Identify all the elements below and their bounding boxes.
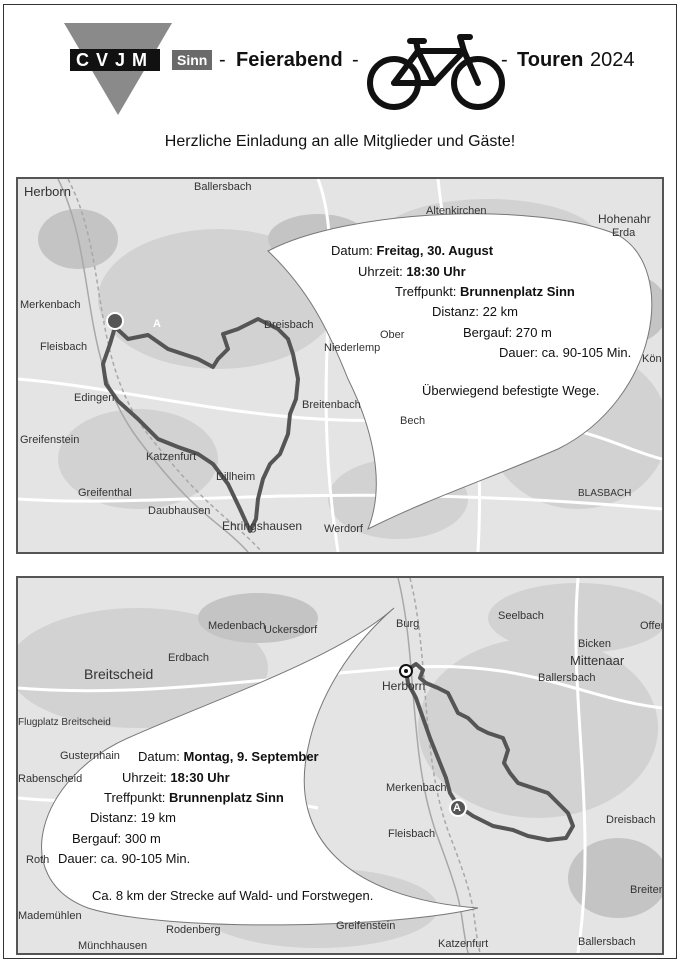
- tour2-date: Datum: Montag, 9. September: [138, 749, 319, 764]
- flyer-page: CVJM Sinn - Feierabend - - Touren 2024 H…: [3, 4, 677, 959]
- tour1-note: Überwiegend befestigte Wege.: [422, 383, 600, 398]
- tour1-start-marker: A: [153, 318, 161, 330]
- tour1-place: BLASBACH: [578, 488, 632, 499]
- tour2-place: Herborn: [382, 679, 426, 693]
- tour2-place: Mittenaar: [570, 653, 625, 668]
- tour1-place: Erda: [612, 227, 636, 239]
- tour2-place: Medenbach: [208, 620, 266, 632]
- tour2-meeting-point: Treffpunkt: Brunnenplatz Sinn: [104, 790, 284, 805]
- tour1-place: Dreisbach: [264, 319, 314, 331]
- tour2-map: A Medenbach Uckersdorf Burg Seelbach Off…: [16, 576, 664, 955]
- tour1-meeting-point: Treffpunkt: Brunnenplatz Sinn: [395, 284, 575, 299]
- tour2-place: Gusternhain: [60, 750, 120, 762]
- tour2-place: Rodenberg: [166, 924, 221, 936]
- tour1-place: Daubhausen: [148, 505, 211, 517]
- tour1-place: Bech: [400, 415, 426, 427]
- tour1-distance: Distanz: 22 km: [432, 304, 518, 319]
- header: CVJM Sinn - Feierabend - - Touren 2024: [4, 5, 676, 115]
- title-dash-2: -: [352, 49, 359, 71]
- tour1-place: Werdorf: [324, 523, 363, 535]
- title-dash-1: -: [219, 49, 226, 71]
- tour2-place: Breitenbach: [630, 884, 662, 896]
- tour2-note: Ca. 8 km der Strecke auf Wald- und Forst…: [92, 888, 374, 903]
- tour1-climb: Bergauf: 270 m: [463, 325, 552, 340]
- tour1-place: Ballersbach: [194, 181, 252, 193]
- tour1-place: Niederlemp: [324, 342, 381, 354]
- tour2-place: Münchhausen: [78, 940, 148, 952]
- tour1-place: Herborn: [24, 184, 71, 199]
- tour2-place: Offenbach: [640, 620, 662, 632]
- tour1-duration: Dauer: ca. 90-105 Min.: [499, 345, 632, 360]
- tour2-place: Greifenstein: [336, 920, 396, 932]
- tour1-place: Königsberg: [642, 353, 664, 365]
- tour1-place: Edingen: [74, 392, 115, 404]
- tour1-place: Ober: [380, 329, 405, 341]
- tour1-place: Greifenthal: [78, 487, 132, 499]
- tour1-place: Katzenfurt: [146, 451, 197, 463]
- tour2-place: Rabenscheid: [18, 773, 83, 785]
- tour2-start-marker: A: [453, 802, 461, 814]
- tour2-map-graphic: [18, 578, 662, 953]
- tour1-place: Merkenbach: [20, 299, 81, 311]
- tour2-time: Uhrzeit: 18:30 Uhr: [122, 770, 230, 785]
- tour2-place: Roth: [26, 854, 50, 866]
- title-word-feierabend: Feierabend: [236, 49, 343, 71]
- tour2-place: Fleisbach: [388, 828, 436, 840]
- tour1-place: Fleisbach: [40, 341, 88, 353]
- tour2-climb: Bergauf: 300 m: [72, 831, 161, 846]
- tour1-map: A Herborn Ballersbach Altenkirchen Hohen…: [16, 177, 664, 554]
- invitation-text: Herzliche Einladung an alle Mitglieder u…: [164, 133, 516, 150]
- bicycle-icon: [367, 34, 505, 110]
- cvjm-logo-sub: Sinn: [172, 50, 213, 70]
- tour1-place: Greifenstein: [20, 434, 80, 446]
- tour2-place: Uckersdorf: [264, 624, 318, 636]
- tour2-place: Katzenfurt: [438, 938, 489, 950]
- tour2-place: Breitscheid: [84, 666, 154, 682]
- tour1-map-graphic: [18, 179, 662, 552]
- tour2-place: Merkenbach: [386, 782, 447, 794]
- tour1-time: Uhrzeit: 18:30 Uhr: [358, 264, 466, 279]
- title-dash-3: -: [501, 49, 508, 71]
- tour2-place: Seelbach: [498, 610, 544, 622]
- tour2-place: Erdbach: [168, 652, 209, 664]
- title-word-touren: Touren: [517, 49, 584, 71]
- tour1-place: Altenkirchen: [426, 205, 487, 217]
- cvjm-logo-text: CVJM: [70, 49, 161, 71]
- tour2-place: Burg: [396, 618, 420, 630]
- tour2-distance: Distanz: 19 km: [90, 810, 176, 825]
- tour2-duration: Dauer: ca. 90-105 Min.: [58, 851, 191, 866]
- tour1-place: Hohenahr: [598, 212, 651, 226]
- tour2-place: Mademühlen: [18, 910, 82, 922]
- tour1-place: Ehringshausen: [222, 519, 303, 533]
- tour2-place: Ballersbach: [578, 936, 636, 948]
- tour2-place: Dreisbach: [606, 814, 656, 826]
- tour1-date: Datum: Freitag, 30. August: [331, 243, 494, 258]
- tour1-place: Breitenbach: [302, 399, 361, 411]
- tour1-place: Dillheim: [216, 471, 256, 483]
- tour2-place: Ballersbach: [538, 672, 596, 684]
- tour2-place: Bicken: [578, 638, 612, 650]
- title-year: 2024: [590, 49, 635, 71]
- tour2-place: Flugplatz Breitscheid: [18, 717, 111, 728]
